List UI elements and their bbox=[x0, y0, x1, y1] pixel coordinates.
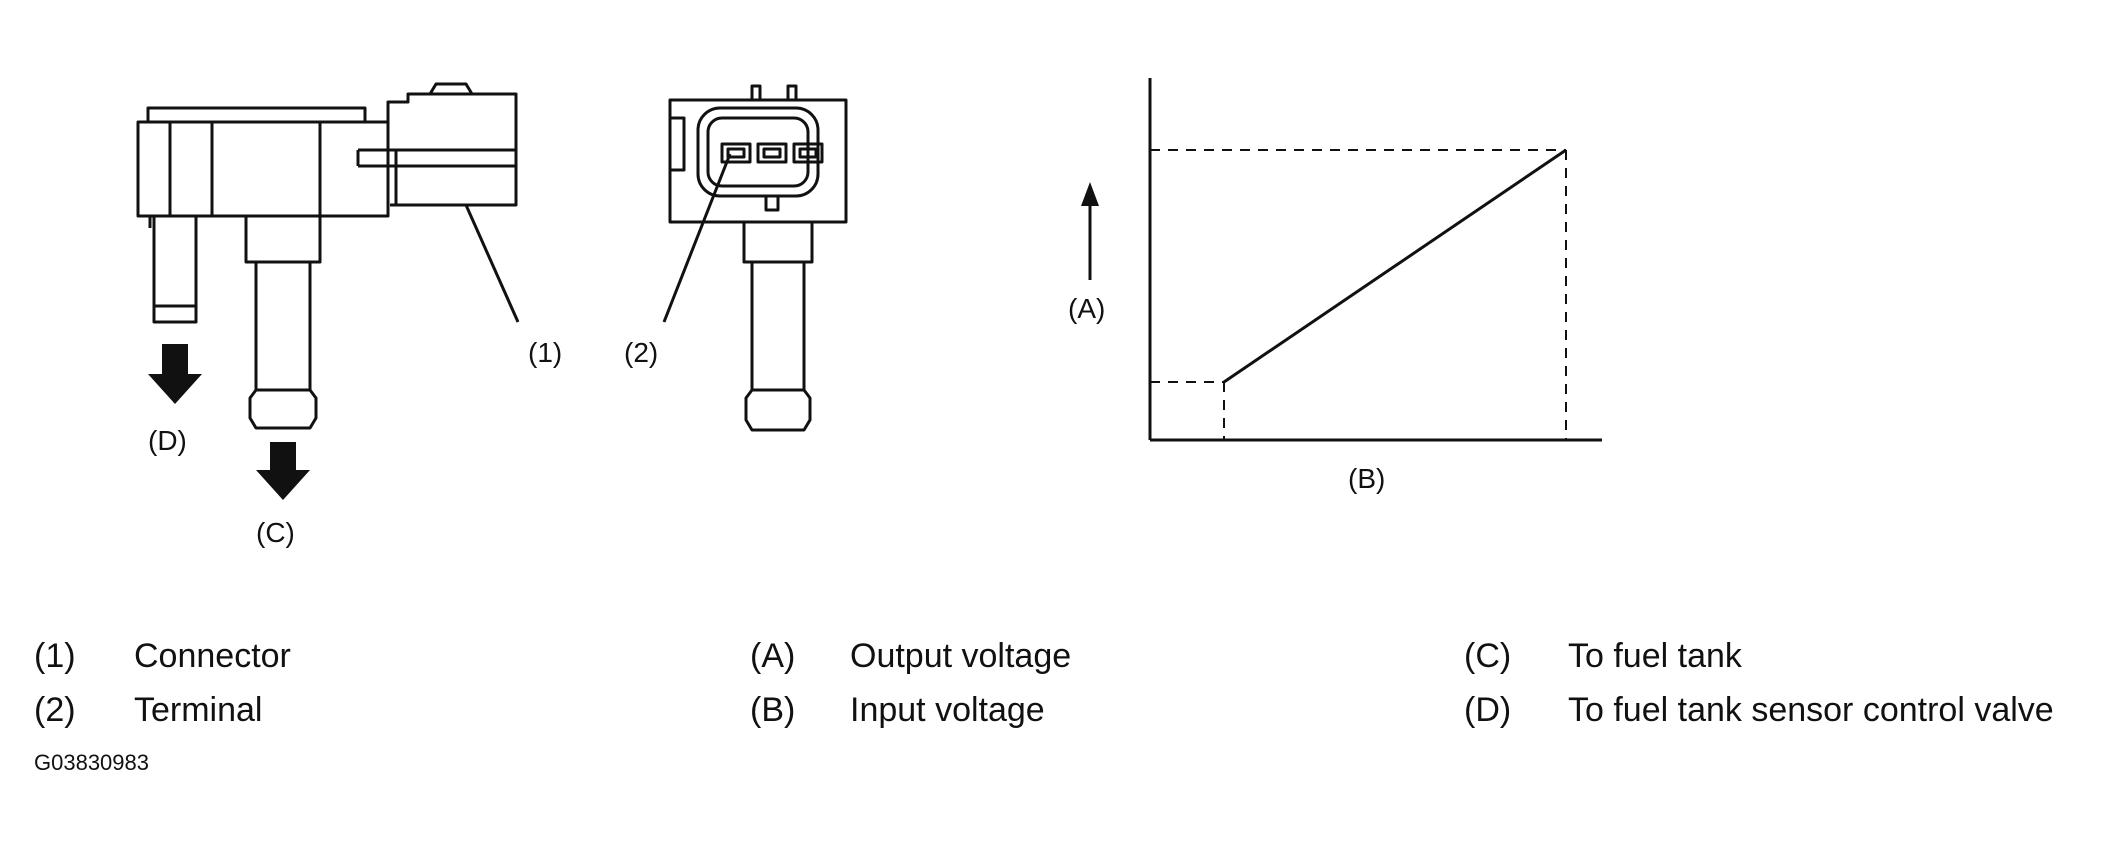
graph-output-line bbox=[1223, 148, 1567, 384]
sensor-side-view bbox=[136, 82, 518, 430]
figure-id: G03830983 bbox=[34, 750, 149, 775]
callout-to-fuel-tank: (C) bbox=[256, 517, 295, 548]
voltage-graph bbox=[1088, 78, 1602, 442]
flow-arrow-to-valve bbox=[148, 344, 202, 404]
callout-to-valve: (D) bbox=[148, 425, 187, 456]
callout-terminal: (2) bbox=[624, 337, 658, 368]
terminal-leader-line bbox=[662, 153, 732, 323]
graph-x-axis-label: (B) bbox=[1348, 463, 1385, 494]
connector-leader-line bbox=[464, 204, 520, 323]
flow-arrow-to-fuel-tank bbox=[256, 442, 310, 500]
sensor-front-view bbox=[668, 84, 848, 432]
callout-connector: (1) bbox=[528, 337, 562, 368]
y-axis-arrow-head bbox=[1081, 182, 1099, 206]
graph-y-axis-label: (A) bbox=[1068, 293, 1105, 324]
